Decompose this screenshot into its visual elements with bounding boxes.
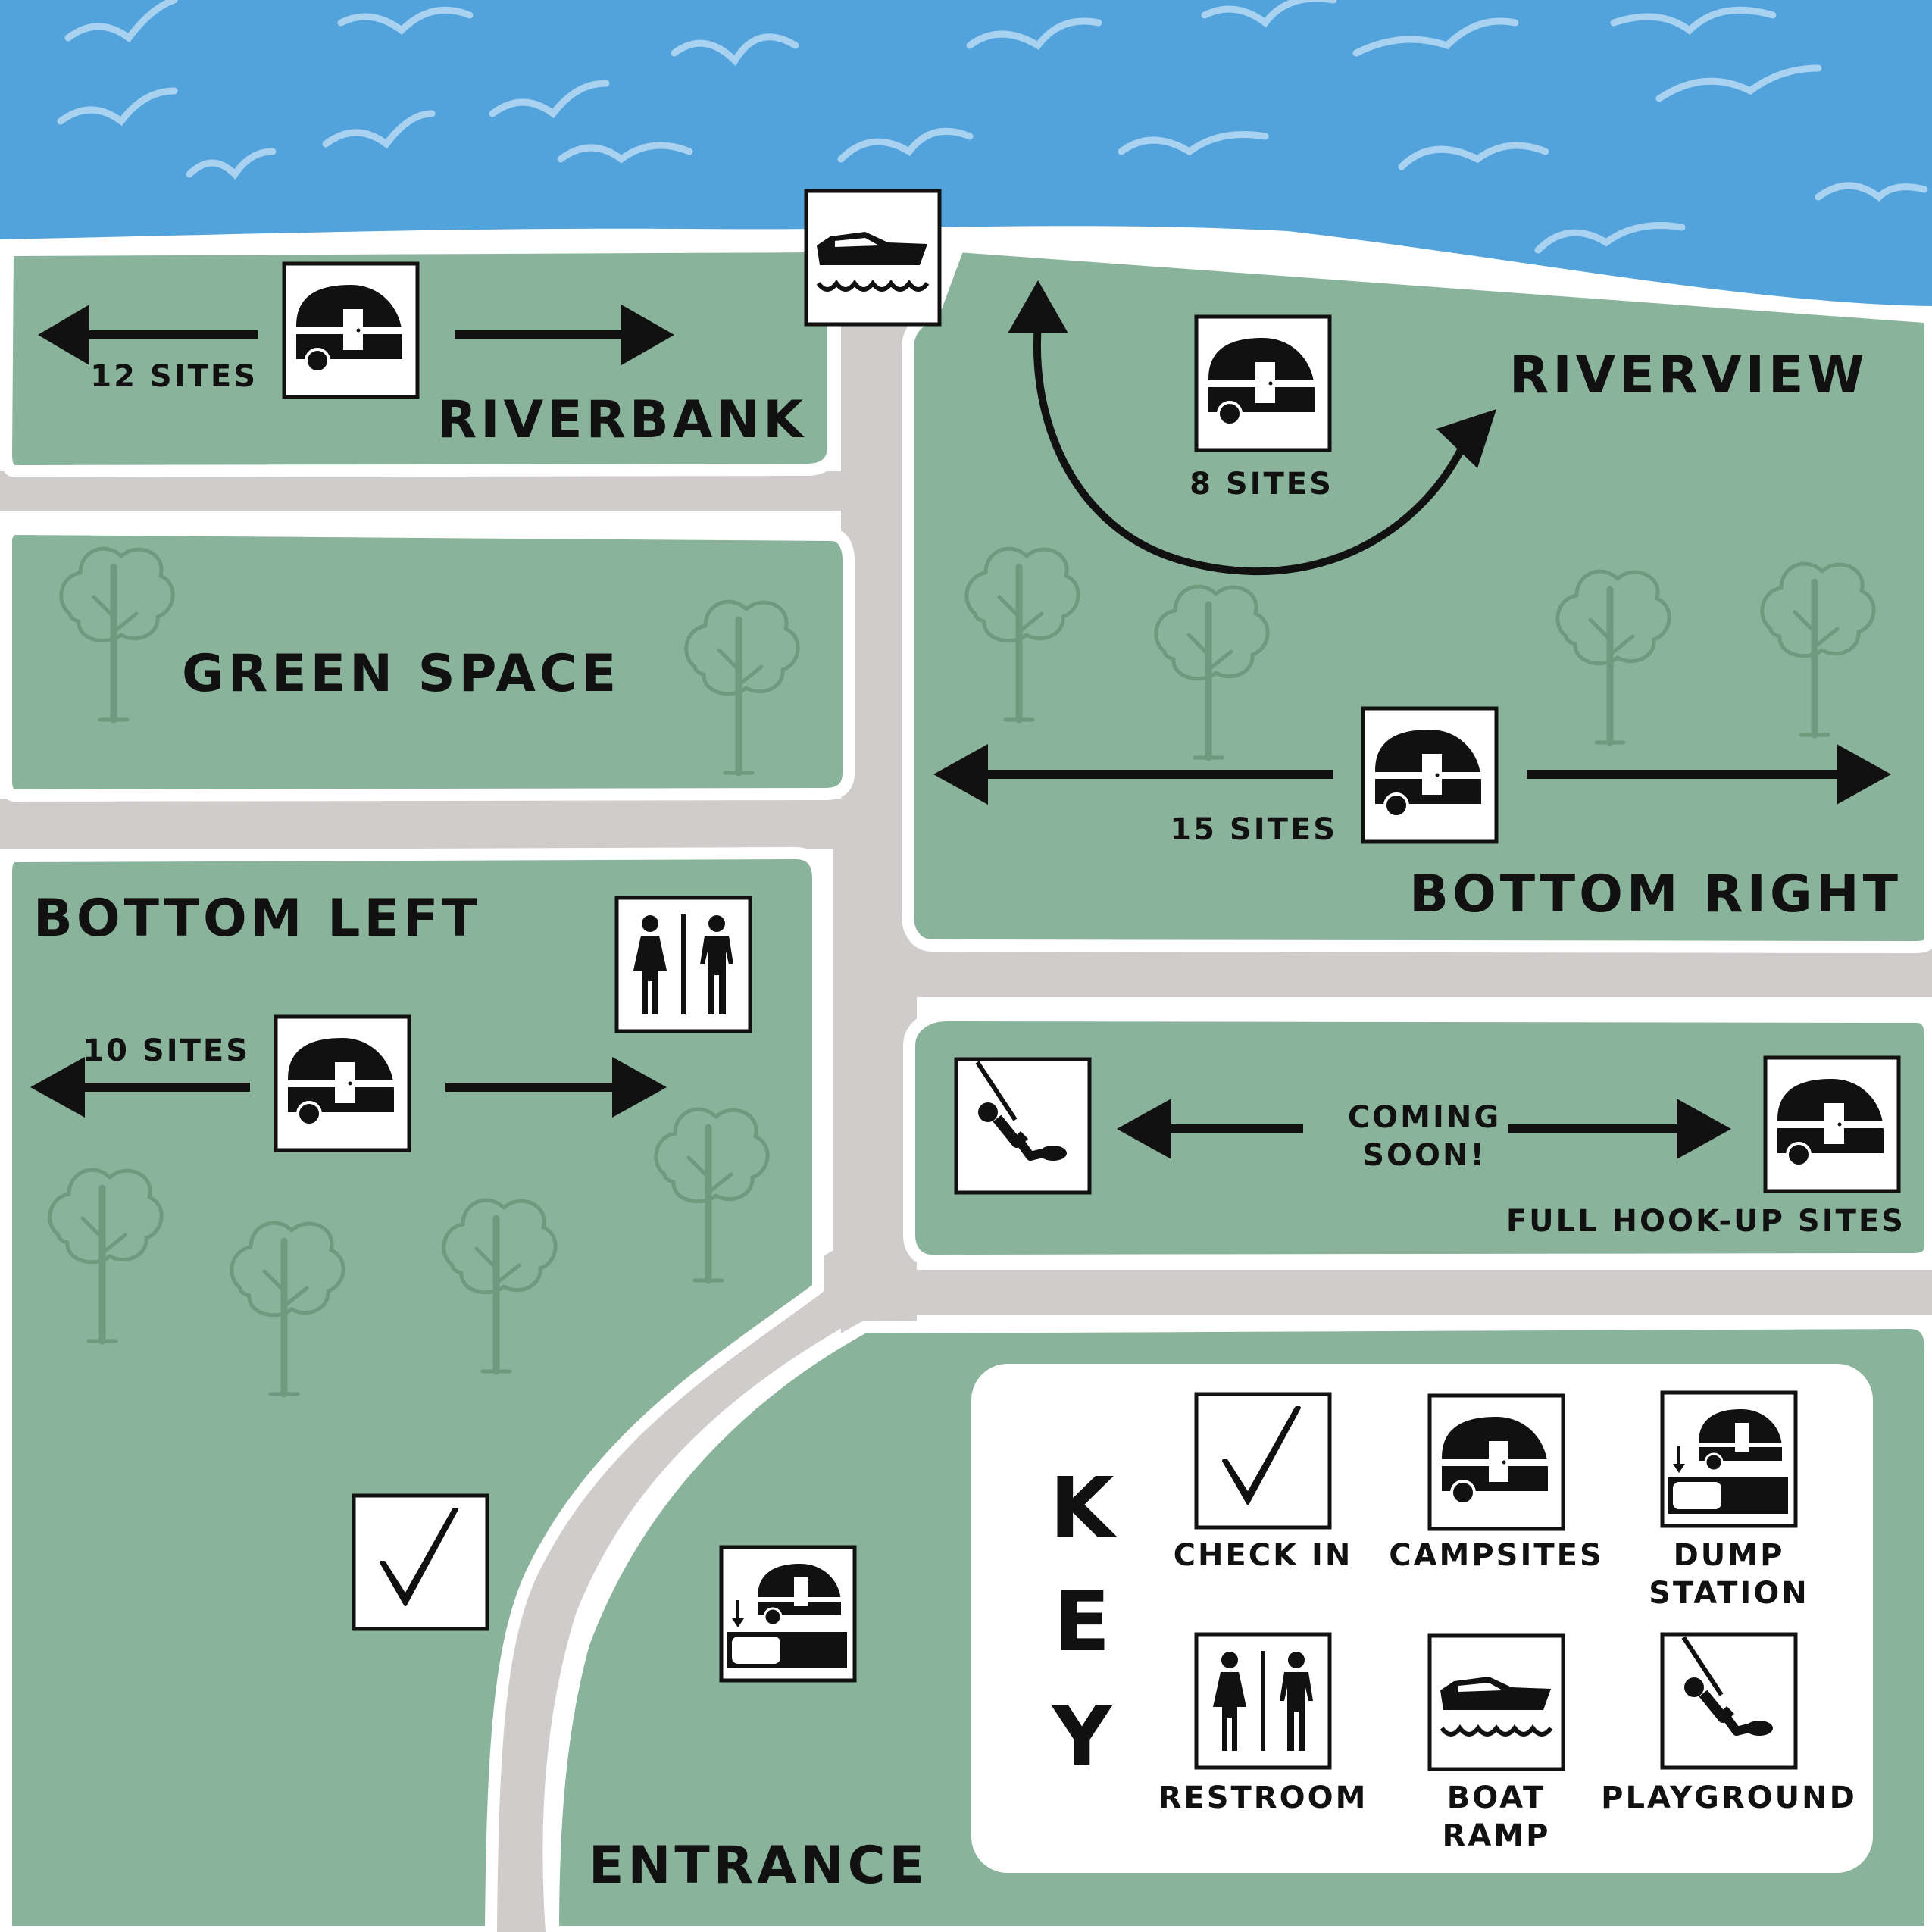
riverbank-sites-count: 12 SITES — [90, 359, 258, 394]
key-letter: E — [1053, 1573, 1110, 1670]
campsite-icon — [1430, 1396, 1563, 1529]
campsite-icon — [1196, 317, 1330, 450]
playground-icon — [1662, 1634, 1796, 1768]
playground-icon — [956, 1059, 1089, 1193]
hookup-label: FULL HOOK-UP SITES — [1506, 1204, 1905, 1239]
campsite-icon — [1765, 1058, 1899, 1191]
zone-riverbank: 12 SITES RIVERBANK — [38, 264, 807, 450]
water-waves — [57, 0, 1928, 254]
hookup-status-line2: SOON! — [1362, 1138, 1487, 1173]
riverview-label: RIVERVIEW — [1509, 345, 1868, 405]
dump-station-icon — [1662, 1393, 1796, 1526]
parcel-green-space — [0, 523, 855, 802]
key-label: PLAYGROUND — [1601, 1780, 1857, 1815]
parcel-hookup — [903, 1009, 1932, 1267]
key-label: CHECK IN — [1174, 1538, 1353, 1573]
river — [0, 0, 1932, 306]
riverbank-label: RIVERBANK — [437, 390, 807, 450]
green-space-label: GREEN SPACE — [182, 644, 620, 704]
campsite-icon — [1363, 708, 1496, 842]
key-label: STATION — [1649, 1576, 1809, 1611]
campsite-icon — [284, 264, 417, 397]
key-label: RESTROOM — [1158, 1780, 1368, 1815]
entrance-label: ENTRANCE — [589, 1836, 928, 1896]
hookup-status-line1: COMING — [1348, 1100, 1501, 1135]
restroom-icon — [1196, 1634, 1330, 1768]
campsite-icon — [276, 1017, 409, 1150]
zone-bottom-right: 15 SITES BOTTOM RIGHT — [933, 708, 1902, 924]
zone-entrance: ENTRANCE — [589, 1547, 928, 1896]
restroom-icon — [617, 898, 750, 1031]
dump-station-icon — [721, 1547, 855, 1680]
key-letter: Y — [1050, 1688, 1113, 1785]
bottom-left-label: BOTTOM LEFT — [33, 889, 481, 949]
boat-ramp-icon — [806, 191, 939, 324]
bottom-right-label: BOTTOM RIGHT — [1409, 864, 1902, 924]
check-in-icon — [1196, 1394, 1330, 1527]
key-label: BOAT — [1447, 1780, 1546, 1815]
key-label: CAMPSITES — [1389, 1538, 1604, 1573]
key-letter: K — [1049, 1459, 1117, 1556]
bottom-left-sites-count: 10 SITES — [83, 1033, 250, 1068]
key-label: RAMP — [1443, 1818, 1551, 1853]
zone-bottom-left: BOTTOM LEFT 10 SITES — [30, 889, 750, 1629]
key-label: DUMP — [1674, 1538, 1785, 1573]
map-key: K E Y CHECK IN CAMPSITES DUMP STATION RE… — [971, 1364, 1873, 1873]
boat-ramp-icon — [1430, 1636, 1563, 1769]
bottom-right-sites-count: 15 SITES — [1170, 812, 1337, 847]
check-in-icon — [354, 1496, 487, 1629]
zone-riverview: 8 SITES RIVERVIEW — [1008, 280, 1868, 575]
riverview-sites-count: 8 SITES — [1190, 467, 1333, 502]
zone-hookup: COMING SOON! FULL HOOK-UP SITES — [956, 1058, 1905, 1239]
